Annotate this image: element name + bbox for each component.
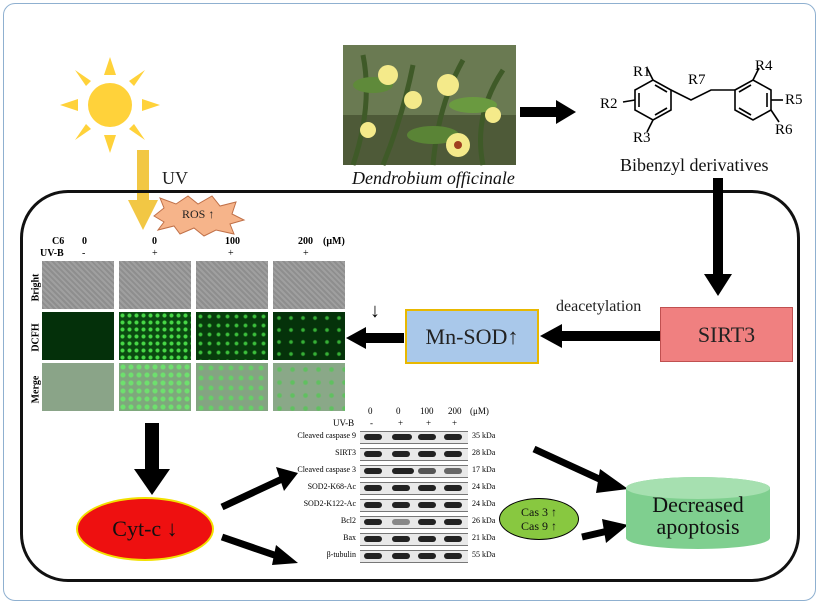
bibenzyl-structure bbox=[622, 67, 783, 133]
blot-uvb-0: - bbox=[370, 418, 373, 428]
micro-merge-2 bbox=[119, 363, 191, 411]
conc-2: 100 bbox=[225, 236, 240, 247]
ros-label: ROS ↑ bbox=[182, 207, 215, 221]
blot-protein-size: 26 kDa bbox=[472, 516, 496, 525]
conc-1: 0 bbox=[152, 236, 157, 247]
row-label-bright: Bright bbox=[30, 273, 42, 302]
c6-label: C6 bbox=[52, 236, 65, 247]
species-name: Dendrobium officinale bbox=[352, 168, 515, 188]
micro-merge-1 bbox=[42, 363, 114, 411]
micro-merge-4 bbox=[273, 363, 345, 411]
arrow-to-structure bbox=[520, 100, 576, 124]
uvb-1: + bbox=[152, 248, 158, 259]
blot-protein-name: SOD2-K68-Ac bbox=[307, 482, 356, 491]
figure-frame bbox=[3, 3, 816, 601]
blot-protein-name: β-tubulin bbox=[326, 550, 356, 559]
uvb-label: UV-B bbox=[40, 248, 64, 259]
plant-photo bbox=[343, 45, 516, 166]
uvb-3: + bbox=[303, 248, 309, 259]
ros-burst bbox=[153, 195, 246, 237]
substituent-r2: R2 bbox=[600, 96, 618, 112]
substituent-r4: R4 bbox=[755, 58, 773, 74]
sun-icon bbox=[60, 57, 160, 153]
substituent-r7: R7 bbox=[688, 72, 706, 88]
micro-bright-4 bbox=[273, 261, 345, 309]
substituent-r1: R1 bbox=[633, 64, 651, 80]
uvb-0: - bbox=[82, 248, 86, 259]
blot-protein-name: Cleaved caspase 9 bbox=[297, 431, 356, 440]
outcome-label: Decreased apoptosis bbox=[652, 492, 744, 539]
blot-conc-3: 200 bbox=[448, 406, 462, 416]
micro-bright-2 bbox=[119, 261, 191, 309]
blot-protein-size: 17 kDa bbox=[472, 465, 496, 474]
down-arrow-label: ↓ bbox=[370, 300, 380, 322]
blot-protein-name: SOD2-K122-Ac bbox=[303, 499, 356, 508]
substituent-r3: R3 bbox=[633, 130, 651, 146]
arrow-to-cytc bbox=[134, 423, 170, 495]
micro-bright-1 bbox=[42, 261, 114, 309]
micro-dcfh-4 bbox=[273, 312, 345, 360]
micro-bright-3 bbox=[196, 261, 268, 309]
deacetylation-label: deacetylation bbox=[556, 298, 642, 315]
arrows-to-outcome bbox=[532, 445, 628, 543]
row-label-dcfh: DCFH bbox=[30, 323, 42, 352]
cas9-label: Cas 9 ↑ bbox=[521, 519, 557, 533]
arrows-to-blot bbox=[220, 467, 298, 565]
blot-protein-name: SIRT3 bbox=[335, 448, 356, 457]
conc-0: 0 bbox=[82, 236, 87, 247]
blot-protein-size: 35 kDa bbox=[472, 431, 496, 440]
micro-dcfh-2 bbox=[119, 312, 191, 360]
conc-3: 200 bbox=[298, 236, 313, 247]
micro-dcfh-1 bbox=[42, 312, 114, 360]
conc-unit: (μM) bbox=[323, 236, 345, 247]
blot-conc-unit: (μM) bbox=[470, 406, 489, 416]
blot-protein-size: 21 kDa bbox=[472, 533, 496, 542]
blot-uvb-label: UV-B bbox=[333, 418, 355, 428]
blot-protein-name: Bax bbox=[343, 533, 356, 542]
substituent-r6: R6 bbox=[775, 122, 793, 138]
cas3-label: Cas 3 ↑ bbox=[521, 505, 557, 519]
uv-arrow bbox=[128, 150, 158, 230]
blot-conc-2: 100 bbox=[420, 406, 434, 416]
blot-protein-size: 55 kDa bbox=[472, 550, 496, 559]
uv-label: UV bbox=[162, 168, 188, 188]
blot-uvb-2: + bbox=[426, 418, 432, 428]
cytc-ellipse: Cyt-c ↓ bbox=[76, 497, 214, 561]
mnsod-box: Mn-SOD↑ bbox=[405, 309, 539, 364]
sirt3-box: SIRT3 bbox=[660, 307, 793, 362]
arrow-to-mnsod bbox=[540, 324, 660, 348]
compound-class: Bibenzyl derivatives bbox=[620, 155, 769, 175]
row-label-merge: Merge bbox=[30, 375, 42, 404]
blot-conc-1: 0 bbox=[396, 406, 401, 416]
uvb-2: + bbox=[228, 248, 234, 259]
outcome-cylinder-shape bbox=[626, 477, 770, 549]
blot-protein-size: 24 kDa bbox=[472, 482, 496, 491]
micro-dcfh-3 bbox=[196, 312, 268, 360]
arrow-to-sirt3 bbox=[704, 178, 732, 296]
blot-protein-name: Bcl2 bbox=[340, 516, 356, 525]
blot-uvb-3: + bbox=[452, 418, 458, 428]
blot-protein-size: 24 kDa bbox=[472, 499, 496, 508]
blot-protein-name: Cleaved caspase 3 bbox=[297, 465, 356, 474]
blot-protein-size: 28 kDa bbox=[472, 448, 496, 457]
micro-merge-3 bbox=[196, 363, 268, 411]
blot-uvb-1: + bbox=[398, 418, 404, 428]
caspase-ellipse: Cas 3 ↑ Cas 9 ↑ bbox=[499, 498, 579, 540]
cell-membrane bbox=[20, 190, 800, 582]
arrow-to-microscopy bbox=[346, 327, 404, 349]
blot-conc-0: 0 bbox=[368, 406, 373, 416]
substituent-r5: R5 bbox=[785, 92, 803, 108]
